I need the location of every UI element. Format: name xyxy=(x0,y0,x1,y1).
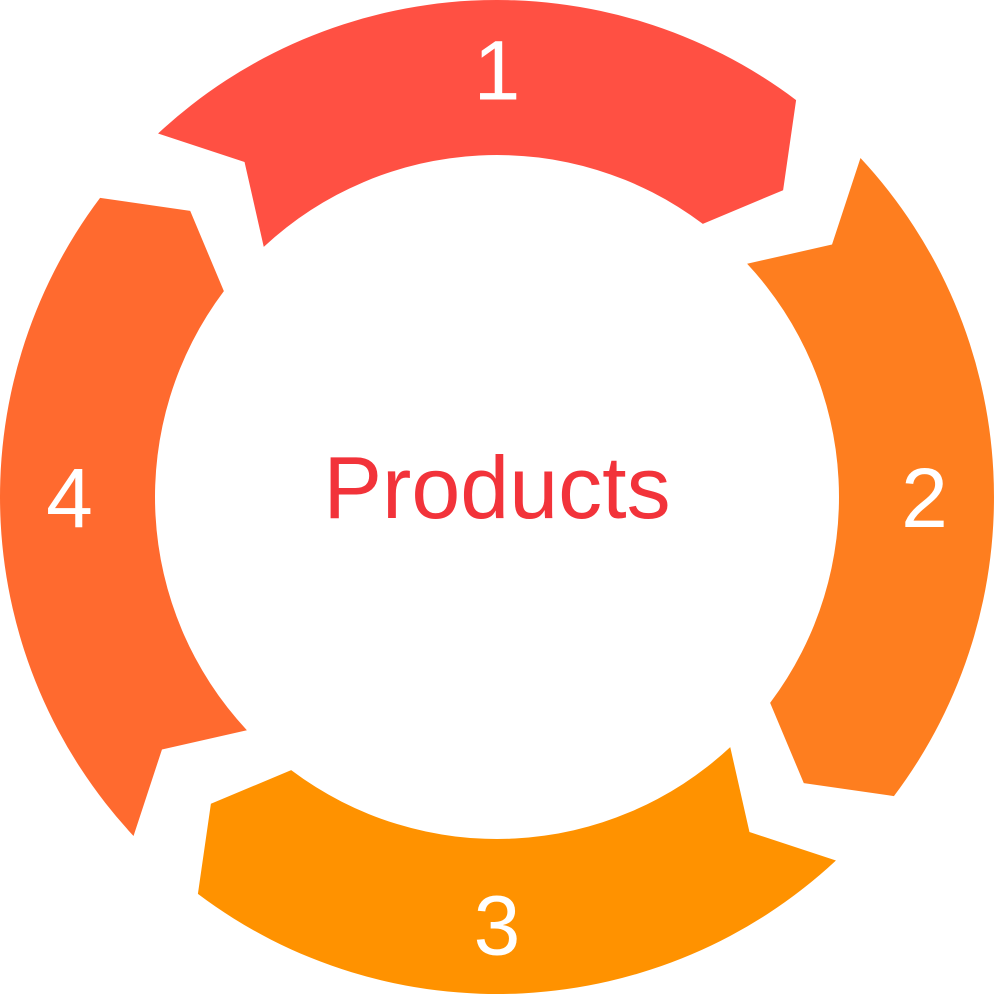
segment-1 xyxy=(158,0,797,247)
segment-1-label: 1 xyxy=(474,24,521,118)
segment-2 xyxy=(747,158,994,797)
segment-2-label: 2 xyxy=(901,451,948,545)
center-label: Products xyxy=(323,438,670,537)
segment-3-label: 3 xyxy=(474,879,521,973)
segment-4 xyxy=(0,197,247,836)
segment-3 xyxy=(197,747,836,994)
labels-layer: 1 2 3 4 xyxy=(46,24,948,973)
segment-4-label: 4 xyxy=(46,451,93,545)
